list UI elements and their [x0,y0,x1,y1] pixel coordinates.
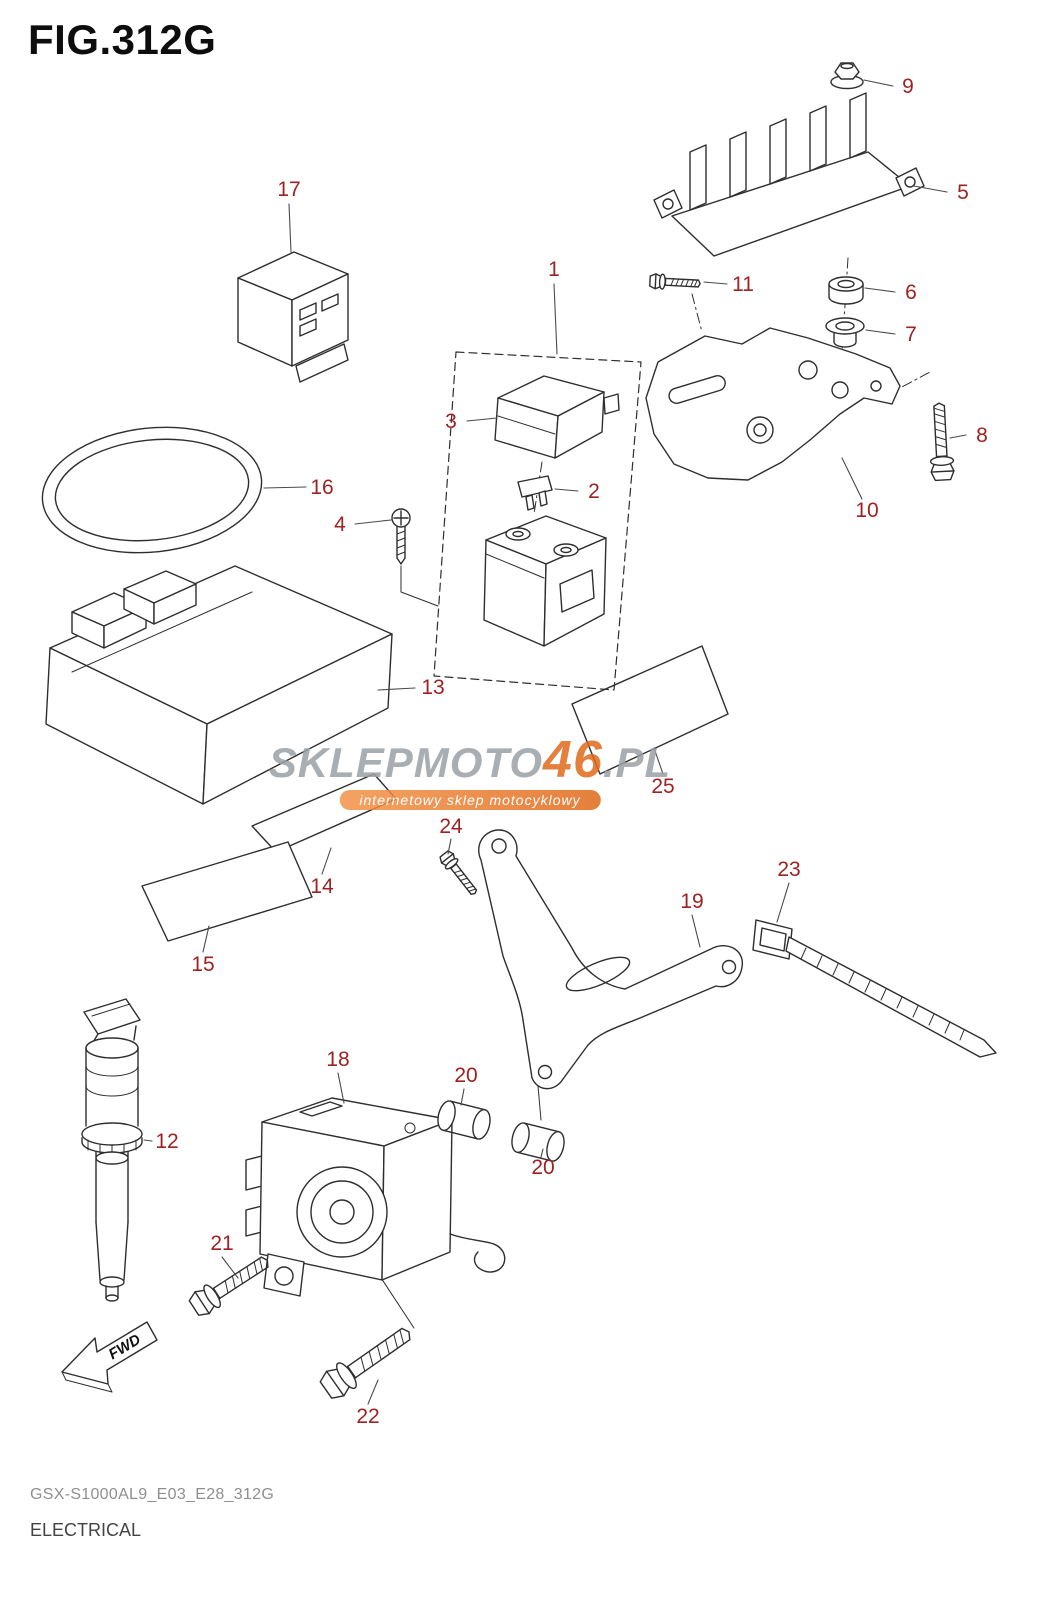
bolt-part-8 [926,401,956,482]
part-label-16: 16 [310,476,334,499]
bolt-part-21 [186,1248,276,1320]
fuse-part-2 [518,476,552,510]
part-label-21: 21 [210,1232,234,1255]
figure-code: GSX-S1000AL9_E03_E28_312G [30,1486,275,1503]
part-label-7: 7 [905,323,917,346]
sheet-part-15 [142,842,312,941]
relay-assembly-part-1 [434,352,641,690]
part-label-9: 9 [902,75,914,98]
part-label-15: 15 [191,953,215,976]
part-label-25: 25 [651,775,675,798]
watermark-brand-prefix: SKLEPMOTO [268,739,544,786]
ecu-part-13 [46,566,392,804]
watermark-brand-suffix: .PL [602,739,672,786]
part-label-20a: 20 [454,1064,478,1087]
bracket-part-10 [646,328,900,480]
part-label-23: 23 [777,858,801,881]
ignition-coil-part-12 [82,999,142,1301]
spacer-part-20b [509,1121,567,1163]
bracket-part-19 [479,830,743,1089]
part-label-18: 18 [326,1048,350,1071]
part-label-6: 6 [905,281,917,304]
watermark-brand-highlight: 46 [543,731,603,789]
part-label-24: 24 [439,815,463,838]
bolt-part-11 [649,273,701,292]
part-label-8: 8 [976,424,988,447]
part-label-2: 2 [588,480,600,503]
sensor-body-part-18 [246,1098,505,1296]
screw-part-4 [392,509,410,564]
relay-part-17 [238,252,348,382]
part-label-14: 14 [310,875,334,898]
part-label-20b: 20 [531,1156,555,1179]
cable-tie-part-23 [753,920,996,1057]
bolt-part-22 [316,1318,419,1404]
part-label-13: 13 [421,676,445,699]
starter-relay-body [484,516,606,646]
sheet-part-25 [572,646,728,774]
part-label-5: 5 [957,181,969,204]
spacer-part-20a [435,1099,493,1141]
watermark: SKLEPMOTO46.PL internetowy sklep motocyk… [269,734,671,810]
bolt-part-24 [437,848,482,899]
part-label-17: 17 [277,178,301,201]
rectifier-part-5 [654,93,924,256]
grommet-part-6 [829,277,863,304]
cover-part-3 [495,376,619,458]
figure-title: FIG.312G [28,16,217,63]
sealing-ring-part-16 [36,417,268,563]
part-label-3: 3 [445,410,457,433]
part-label-12: 12 [155,1130,179,1153]
part-label-4: 4 [334,513,346,536]
part-label-22: 22 [356,1405,380,1428]
part-label-1: 1 [548,258,560,281]
part-label-10: 10 [855,499,879,522]
part-label-11: 11 [732,273,754,296]
fwd-direction-arrow: FWD [62,1322,157,1392]
section-title: ELECTRICAL [30,1520,142,1540]
watermark-brand: SKLEPMOTO46.PL [269,734,671,786]
leader-lines [144,80,966,1404]
grommet-part-7 [826,318,864,347]
watermark-tagline: internetowy sklep motocyklowy [339,790,601,810]
nut-part-9 [831,63,863,89]
part-label-19: 19 [680,890,704,913]
